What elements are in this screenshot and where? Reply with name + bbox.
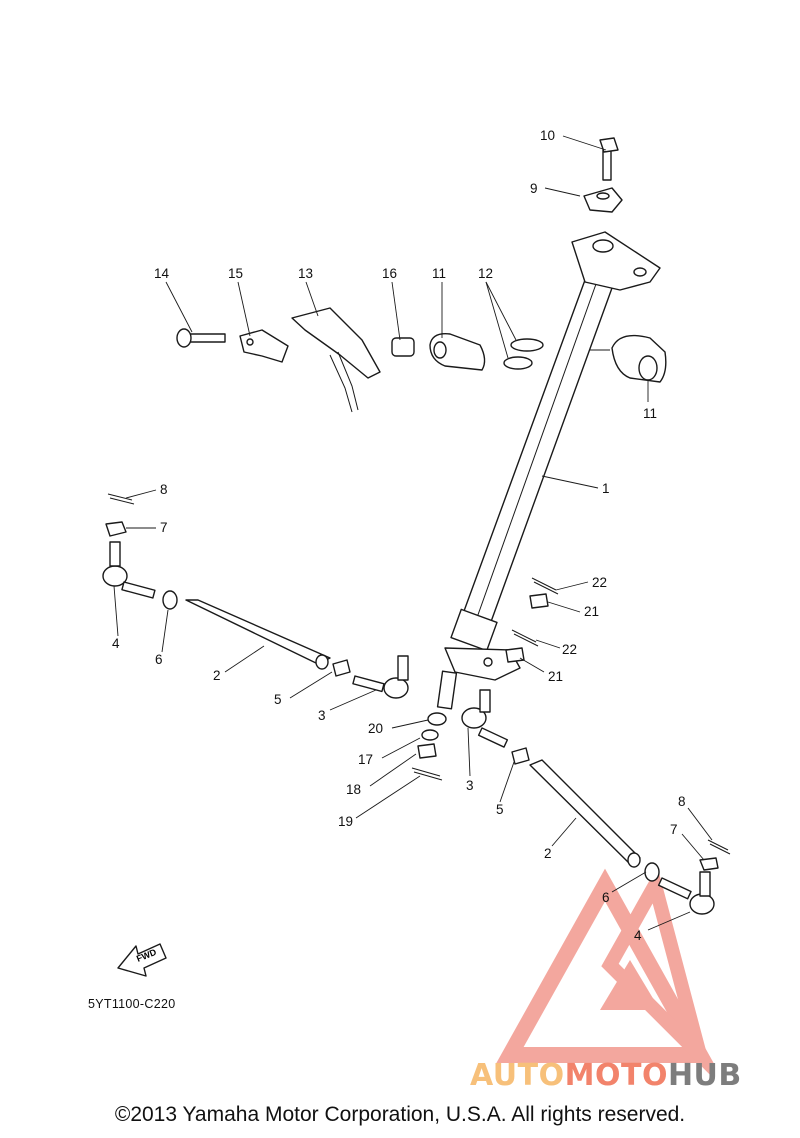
label-part-12: 12 (478, 266, 493, 281)
label-part-22-upper: 22 (592, 575, 607, 590)
label-part-20: 20 (368, 721, 383, 736)
label-part-4-left: 4 (112, 636, 120, 651)
castle-nut-left-7 (105, 521, 127, 537)
label-part-18: 18 (346, 782, 361, 797)
nut-18 (417, 743, 437, 759)
label-part-3-left: 3 (318, 708, 326, 723)
label-part-10: 10 (540, 128, 555, 143)
column-bushing-right (611, 334, 667, 383)
watermark-text: AUTOMOTOHUB (470, 1058, 742, 1093)
nut-right-5 (511, 747, 530, 765)
label-part-6-left: 6 (155, 652, 163, 667)
castle-nut-21-lower (505, 647, 525, 663)
label-part-22-lower: 22 (562, 642, 577, 657)
tie-rod-right (529, 759, 641, 868)
cotter-pin-19 (411, 767, 443, 781)
label-part-4-right: 4 (634, 928, 642, 943)
tie-rod-end-left-outer (102, 541, 156, 599)
label-part-2-right: 2 (544, 846, 552, 861)
nut-left-6 (162, 590, 178, 610)
label-part-5-right: 5 (496, 802, 504, 817)
watermark-part3: HUB (667, 1058, 742, 1093)
tie-rod-left (185, 599, 331, 670)
watermark-logo-icon (496, 866, 714, 1079)
watermark-part1: AUTO (470, 1058, 565, 1093)
label-part-21-lower: 21 (548, 669, 563, 684)
top-clamp (583, 187, 623, 213)
label-part-3-right: 3 (466, 778, 474, 793)
washer-20 (427, 712, 447, 726)
nut-left-5 (332, 659, 351, 677)
part-number-labels: 10 9 14 15 13 16 11 12 11 1 8 7 22 21 4 … (112, 128, 686, 943)
part-code: 5YT1100-C220 (88, 997, 176, 1011)
cotter-pin-left-8 (107, 493, 135, 505)
bolt-14 (176, 328, 226, 348)
label-part-19: 19 (338, 814, 353, 829)
fwd-arrow-icon: FWD (117, 943, 167, 977)
castle-nut-21-upper (529, 593, 549, 609)
bracket (291, 307, 381, 413)
washer-17 (421, 729, 439, 741)
tie-rod-end-right-outer (657, 871, 715, 915)
copyright-notice: ©2013 Yamaha Motor Corporation, U.S.A. A… (114, 1103, 686, 1126)
label-part-1: 1 (602, 481, 610, 496)
label-part-14: 14 (154, 266, 170, 281)
castle-nut-right-7 (699, 857, 719, 871)
cotter-pin-22-upper (531, 577, 559, 595)
label-part-11-right: 11 (643, 406, 657, 421)
clamp-bolt (599, 137, 619, 181)
steering-column (436, 231, 661, 710)
cotter-pin-22-lower (511, 629, 539, 647)
label-part-7-left: 7 (160, 520, 168, 535)
label-part-13: 13 (298, 266, 313, 281)
label-part-8-right: 8 (678, 794, 686, 809)
nut-right-6 (644, 862, 660, 882)
tie-rod-end-left-inner (352, 655, 409, 699)
label-part-7-right: 7 (670, 822, 678, 837)
circlips (503, 338, 544, 370)
label-part-16: 16 (382, 266, 397, 281)
cotter-pin-right-8 (707, 839, 731, 855)
label-part-6-right: 6 (602, 890, 610, 905)
label-part-11-left: 11 (432, 266, 446, 281)
label-part-9: 9 (530, 181, 538, 196)
tie-rod-end-right-inner (461, 689, 509, 748)
label-part-21-upper: 21 (584, 604, 599, 619)
label-part-5-left: 5 (274, 692, 282, 707)
label-part-15: 15 (228, 266, 243, 281)
leader-lines (113, 135, 713, 931)
collar (391, 337, 415, 357)
watermark-part2: MOTO (564, 1058, 668, 1093)
label-part-2-left: 2 (213, 668, 221, 683)
label-part-8-left: 8 (160, 482, 168, 497)
label-part-17: 17 (358, 752, 373, 767)
column-bushing-left (429, 333, 486, 371)
lock-plate (239, 329, 289, 363)
